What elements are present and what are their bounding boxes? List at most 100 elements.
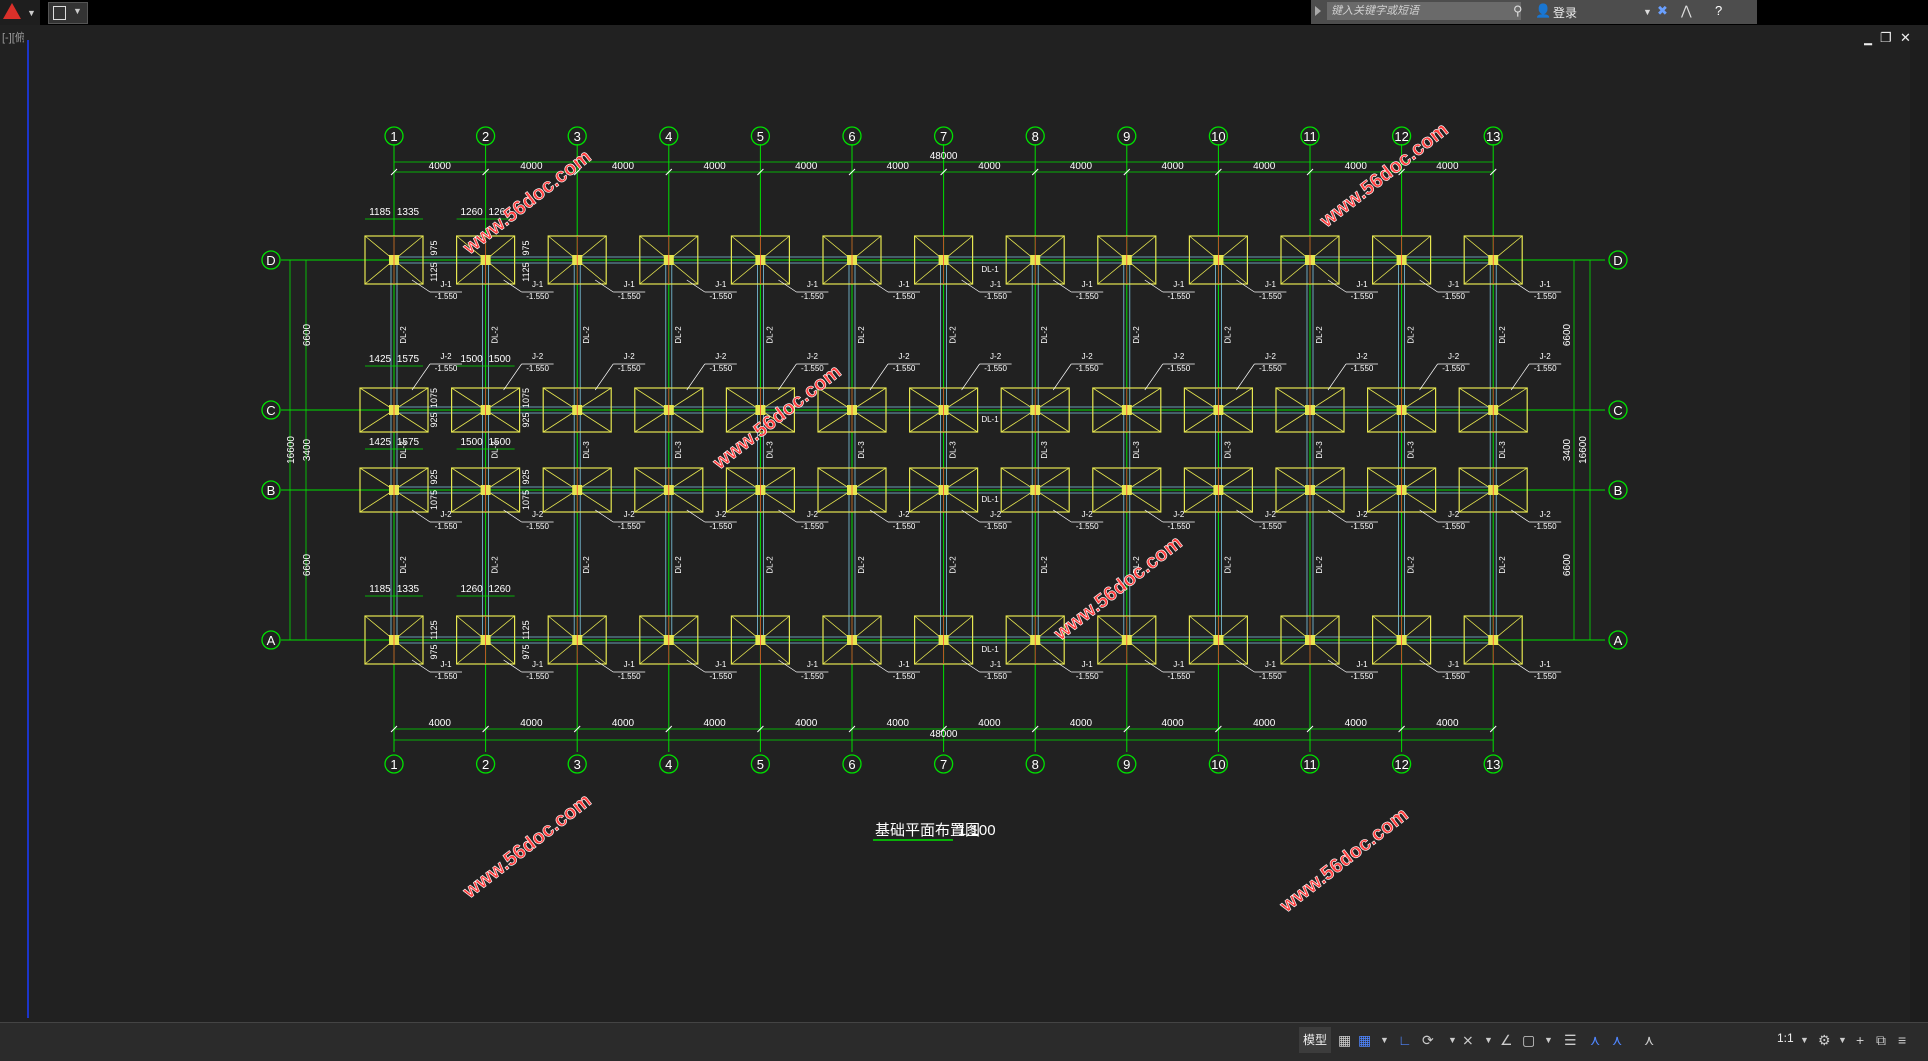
beam-label: DL-2 (1040, 556, 1049, 574)
axis-bubble-B (261, 480, 281, 500)
leader-line (686, 659, 705, 673)
leader-line (1419, 363, 1438, 391)
axis-bubble-label: 6 (848, 757, 855, 772)
dim-tick (573, 725, 581, 733)
leader-line (1144, 363, 1164, 391)
footing-label: J-2 (440, 510, 452, 519)
chevron-down-icon[interactable]: ▼ (1643, 7, 1652, 17)
detail-dim-text: 1500 (488, 437, 511, 448)
leader-line (1327, 279, 1347, 293)
beam-label: DL-3 (949, 441, 958, 459)
login-button[interactable]: 登录 (1553, 6, 1578, 20)
binoculars-icon[interactable]: ⚲ (1513, 3, 1523, 18)
leader-line (1327, 659, 1347, 673)
drawing-title: 基础平面布置图 1:100 (873, 822, 996, 841)
axis-bubble-label: 13 (1486, 757, 1500, 772)
axis-bubble-label: 7 (940, 129, 947, 144)
chevron-down-icon[interactable]: ▼ (1800, 1035, 1809, 1045)
beam-label: DL-2 (1407, 326, 1416, 344)
customize-menu-icon[interactable]: ≡ (1898, 1032, 1907, 1048)
footing-label: J-1 (440, 660, 452, 669)
axis-bubble-label: C (266, 403, 275, 418)
object-snap-tracking-icon[interactable]: ∠ (1500, 1032, 1513, 1048)
elevation-label: -1.550 (1167, 364, 1190, 373)
detail-dim-text: 975 (429, 240, 439, 255)
workspace-gear-icon[interactable]: ⚙ (1818, 1032, 1831, 1048)
chevron-down-icon[interactable]: ▼ (1838, 1035, 1847, 1045)
axis-bubble-label: 9 (1123, 757, 1130, 772)
elevation-label: -1.550 (618, 364, 641, 373)
dim-tick (1031, 725, 1039, 733)
dim-tick (1123, 725, 1131, 733)
detail-dim-text: 1125 (429, 262, 439, 281)
footing-label: J-2 (807, 510, 819, 519)
elevation-label: -1.550 (893, 672, 916, 681)
bay-dim-text: 4000 (1253, 718, 1276, 729)
beam-label: DL-2 (1132, 556, 1141, 574)
chevron-down-icon[interactable]: ▼ (1380, 1035, 1389, 1045)
chevron-down-icon[interactable]: ▼ (1544, 1035, 1553, 1045)
footings (359, 235, 1528, 665)
footing-label: J-1 (715, 660, 727, 669)
close-icon[interactable]: ✕ (1900, 30, 1911, 45)
leader-line (1144, 659, 1163, 673)
lineweight-icon[interactable]: ☰ (1564, 1032, 1577, 1048)
chevron-down-icon[interactable]: ▼ (1448, 1035, 1457, 1045)
search-input[interactable] (1327, 2, 1521, 20)
quick-access-toolbar[interactable]: ▼ (48, 2, 88, 24)
axis-bubble-7 (933, 126, 954, 146)
isolate-icon[interactable]: ⧉ (1876, 1032, 1886, 1048)
elevation-label: -1.550 (1534, 292, 1557, 301)
autodesk-icon[interactable]: ⋀ (1681, 3, 1692, 18)
leader-line (961, 363, 980, 391)
auto-scale-icon[interactable]: ⋏ (1612, 1032, 1623, 1048)
snap-icon[interactable]: ▦ (1358, 1032, 1372, 1048)
ortho-icon[interactable]: ∟ (1398, 1032, 1412, 1048)
help-icon[interactable]: ? (1715, 3, 1723, 18)
plus-icon[interactable]: + (1856, 1032, 1865, 1048)
dim-tick (940, 725, 947, 733)
annotation-scale[interactable]: 1:1 (1777, 1031, 1794, 1045)
app-menu-button[interactable]: ▼ (0, 0, 40, 25)
exchange-icon[interactable]: ✖ (1657, 3, 1668, 18)
dim-tick (390, 168, 398, 176)
elevation-label: -1.550 (709, 364, 732, 373)
expand-arrow-icon[interactable] (1315, 6, 1321, 16)
leader-line (503, 659, 522, 673)
total-width-text: 16600 (286, 436, 297, 464)
bay-dim-text: 4000 (1070, 161, 1093, 172)
chevron-down-icon[interactable]: ▼ (1484, 1035, 1493, 1045)
bay-dim-text: 4000 (520, 161, 543, 172)
object-snap-icon[interactable]: ▢ (1522, 1032, 1536, 1048)
leader-line (1053, 659, 1072, 673)
axis-bubble-label: 3 (574, 757, 581, 772)
user-icon[interactable]: 👤 (1535, 3, 1552, 18)
isodraft-icon[interactable]: ⨯ (1462, 1032, 1474, 1048)
footing-label: J-1 (1082, 280, 1094, 289)
dim-tick (757, 725, 764, 733)
detail-dim-text: 1075 (429, 388, 439, 408)
beam-label: DL-3 (1315, 441, 1324, 459)
elevation-label: -1.550 (618, 522, 641, 531)
axis-bubble-1 (384, 126, 404, 146)
restore-icon[interactable]: ❐ (1880, 30, 1892, 45)
minimize-icon[interactable]: ▁ (1862, 30, 1872, 45)
elevation-label: -1.550 (893, 292, 916, 301)
axis-bubble-label: 10 (1211, 757, 1225, 772)
leader-line (686, 363, 706, 391)
polar-icon[interactable]: ⟳ (1422, 1032, 1434, 1048)
footing-label: J-2 (1082, 352, 1094, 361)
footing-label: J-1 (1448, 660, 1460, 669)
model-tab[interactable]: 模型 (1299, 1027, 1331, 1053)
elevation-label: -1.550 (1167, 672, 1190, 681)
grid-icon[interactable]: ▦ (1338, 1032, 1352, 1048)
detail-dim-text: 975 (429, 644, 439, 659)
footing-label: J-1 (990, 280, 1002, 289)
annotation-scale-icon[interactable]: ⋏ (1644, 1032, 1655, 1048)
footing-label: J-2 (990, 352, 1002, 361)
detail-dim-text: 1500 (460, 354, 483, 365)
bay-dim-text: 4000 (1253, 161, 1276, 172)
annotation-visibility-icon[interactable]: ⋏ (1590, 1032, 1601, 1048)
beam-label: DL-3 (765, 441, 774, 459)
